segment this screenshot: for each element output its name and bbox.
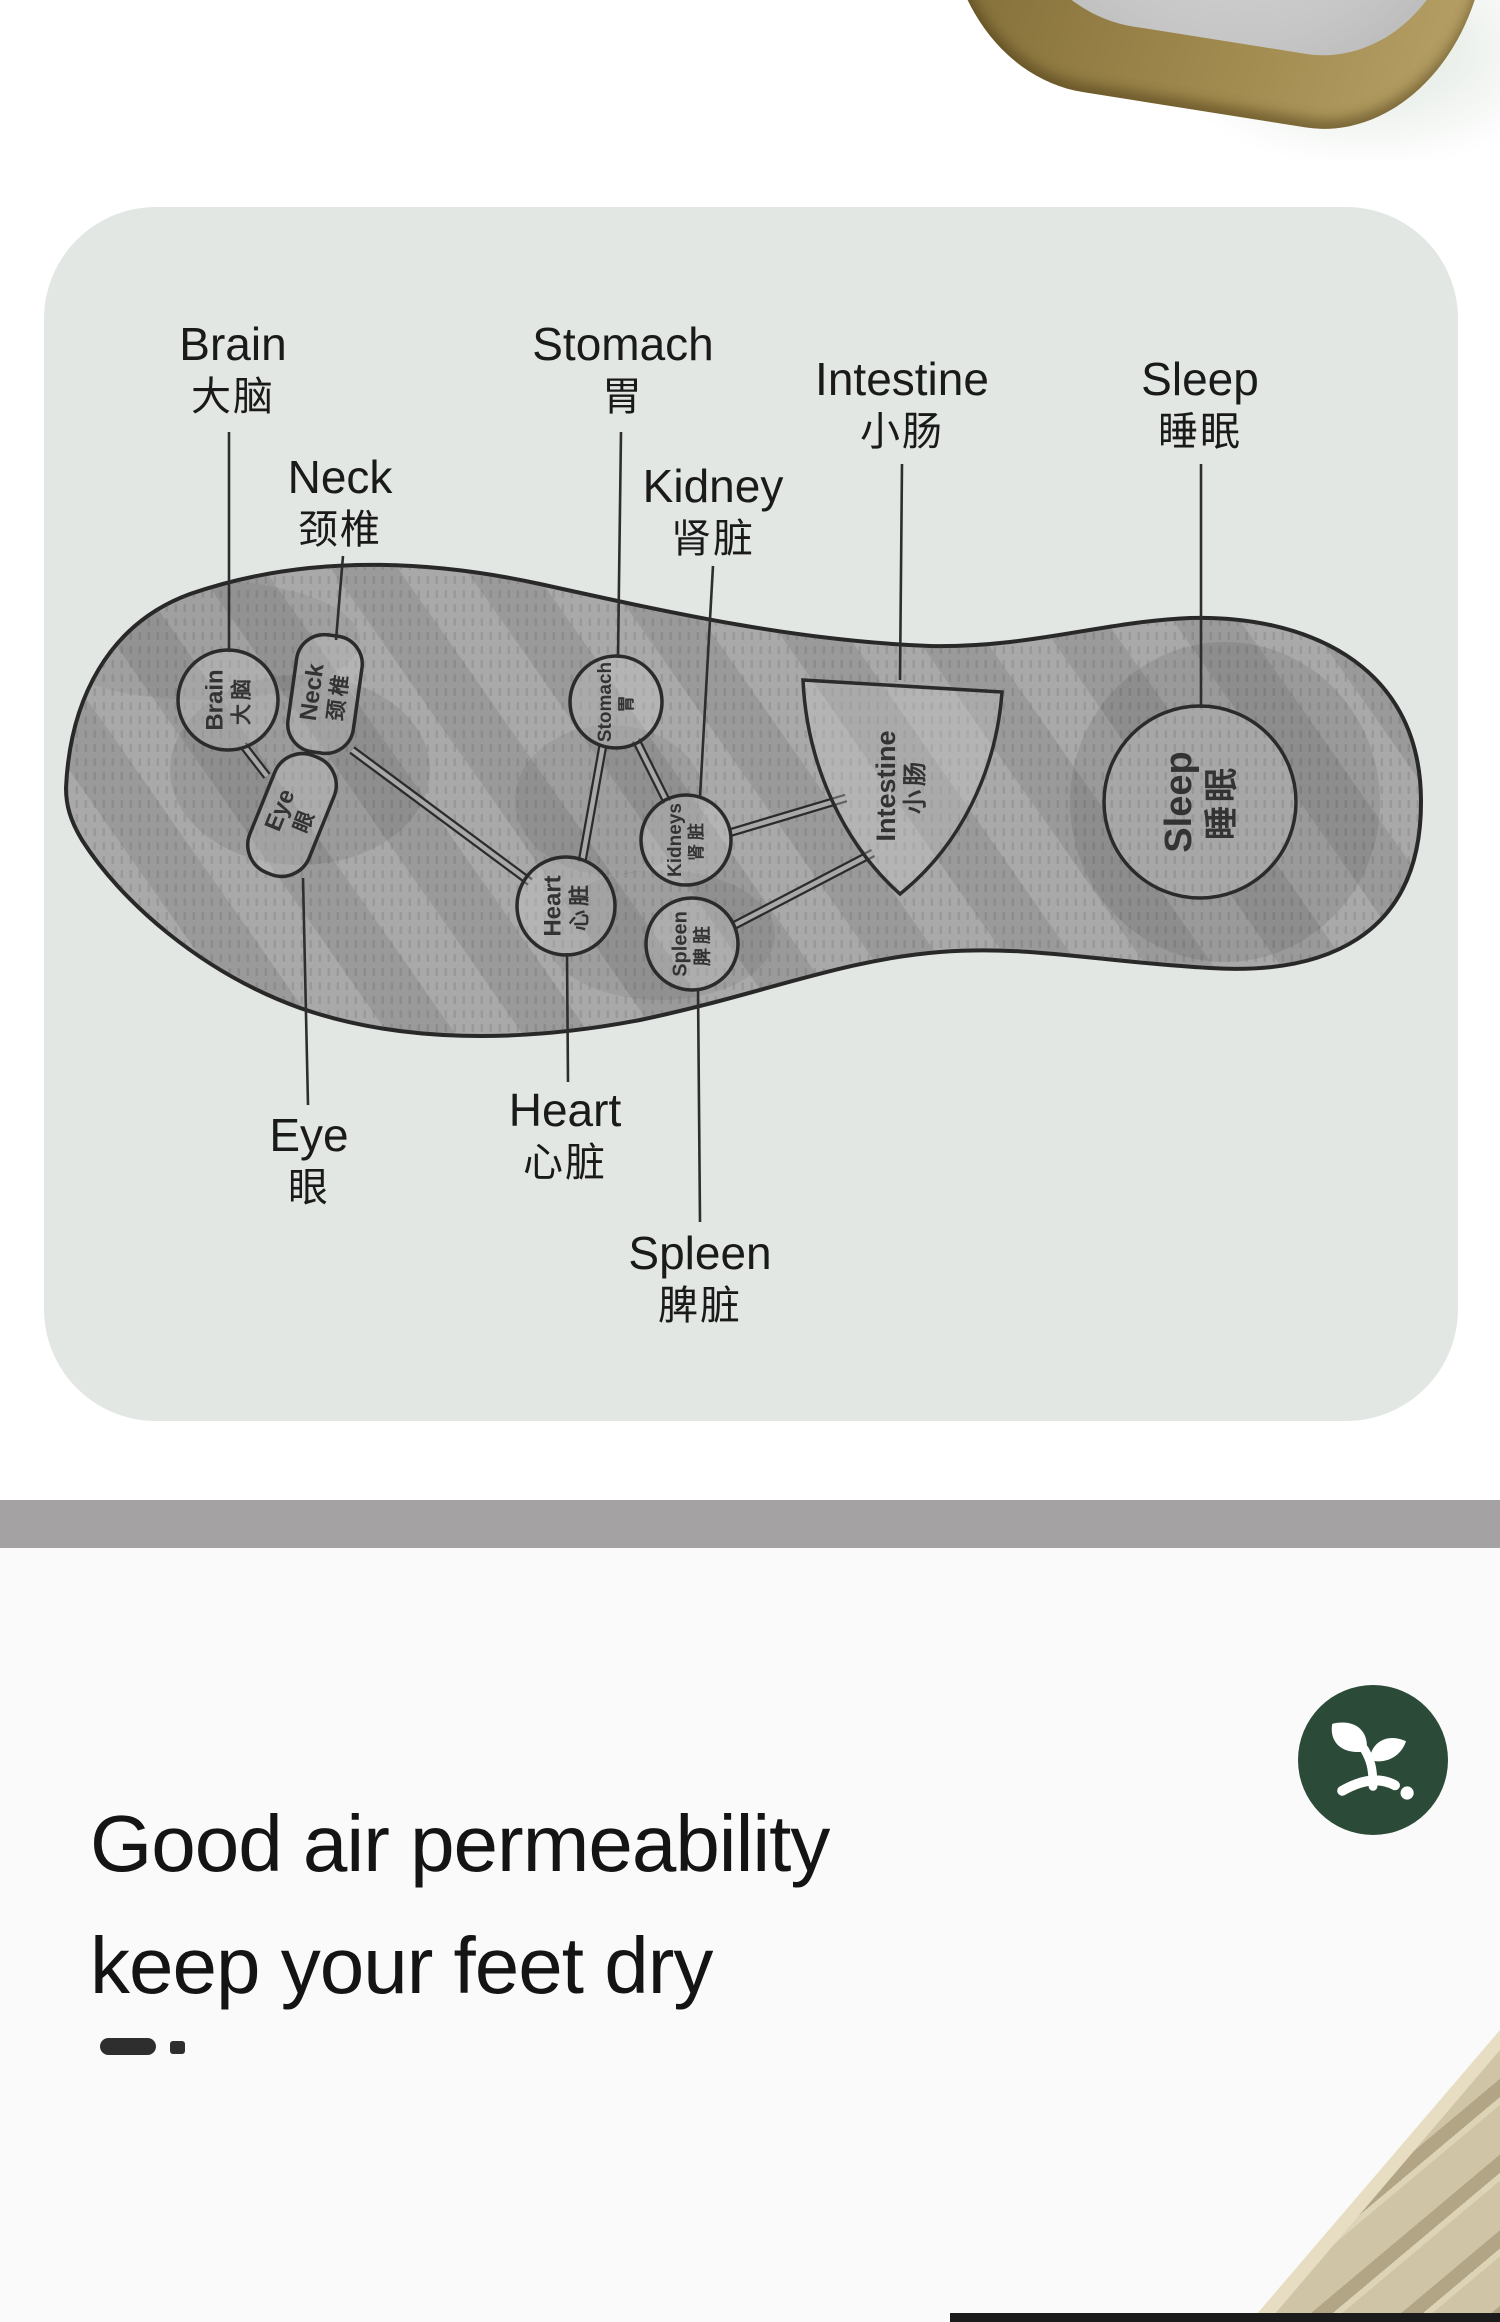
zone-label-brain: Brain 大脑 — [202, 669, 255, 730]
insole-tread-texture — [1260, 2040, 1500, 2322]
eco-badge — [1298, 1685, 1448, 1835]
callout-brain-en: Brain — [179, 318, 287, 370]
photo-dark-edge — [950, 2313, 1500, 2322]
callout-sleep: Sleep 睡眠 — [1141, 352, 1259, 458]
callout-spleen-zh: 脾脏 — [657, 1284, 742, 1328]
callout-brain: Brain 大脑 — [179, 317, 286, 423]
zone-spleen-zh: 脾脏 — [692, 922, 713, 967]
callout-neck: Neck 颈椎 — [288, 450, 393, 556]
product-photo-bottom — [1150, 2020, 1500, 2322]
zone-brain-en: Brain — [201, 669, 229, 731]
callout-eye-zh: 眼 — [287, 1166, 330, 1210]
zone-intestine-en: Intestine — [871, 730, 902, 842]
zone-stomach-zh: 胃 — [616, 691, 636, 713]
zone-label-stomach: Stomach 胃 — [595, 662, 637, 742]
callout-sleep-en: Sleep — [1141, 353, 1259, 405]
callout-kidney: Kidney 肾脏 — [643, 459, 784, 565]
zone-label-neck: Neck 颈椎 — [295, 662, 355, 726]
zone-brain-zh: 大脑 — [230, 675, 254, 726]
callout-sleep-zh: 睡眠 — [1158, 410, 1242, 454]
zone-sleep-en: Sleep — [1157, 751, 1200, 853]
feature-section-background — [0, 1548, 1500, 2322]
zone-stomach-en: Stomach — [594, 661, 616, 743]
section-divider-bar — [0, 1500, 1500, 1548]
zone-label-kidneys: Kidneys 肾脏 — [665, 803, 707, 877]
callout-kidney-en: Kidney — [642, 460, 784, 512]
zone-sleep-zh: 睡眠 — [1202, 764, 1241, 841]
callout-eye-en: Eye — [269, 1109, 349, 1161]
callout-brain-zh: 大脑 — [190, 375, 275, 419]
sprout-icon — [1331, 1722, 1414, 1800]
heading-underline-dash — [100, 2038, 156, 2055]
zone-spleen-en: Spleen — [669, 911, 692, 977]
callout-heart: Heart 心脏 — [509, 1083, 621, 1189]
callout-neck-en: Neck — [287, 451, 393, 503]
callout-spleen: Spleen 脾脏 — [628, 1226, 771, 1332]
zone-label-heart: Heart 心脏 — [540, 875, 593, 936]
callout-heart-en: Heart — [508, 1084, 622, 1136]
product-photo-top — [900, 0, 1500, 160]
callout-intestine-zh: 小肠 — [860, 410, 944, 454]
zone-label-sleep: Sleep 睡眠 — [1158, 751, 1242, 852]
feature-heading-line1: Good air permeability — [90, 1799, 830, 1888]
zone-heart-en: Heart — [539, 875, 567, 937]
callout-kidney-zh: 肾脏 — [671, 517, 755, 561]
zone-label-intestine: Intestine 小肠 — [871, 730, 931, 841]
callout-eye: Eye 眼 — [269, 1108, 348, 1214]
callout-intestine-en: Intestine — [815, 353, 989, 405]
callout-intestine: Intestine 小肠 — [815, 352, 989, 458]
heading-underline-dot — [170, 2041, 185, 2054]
zone-intestine-zh: 小肠 — [902, 758, 930, 814]
callout-stomach: Stomach 胃 — [532, 317, 714, 423]
zone-label-spleen: Spleen 脾脏 — [670, 911, 715, 977]
callout-spleen-en: Spleen — [628, 1227, 772, 1279]
callout-stomach-en: Stomach — [532, 318, 714, 370]
zone-heart-zh: 心脏 — [568, 881, 592, 932]
callout-heart-zh: 心脏 — [522, 1141, 607, 1185]
callout-neck-zh: 颈椎 — [298, 508, 382, 552]
zone-kidneys-en: Kidneys — [664, 803, 686, 877]
feature-heading-line2: keep your feet dry — [90, 1921, 713, 2010]
zone-kidneys-zh: 肾脏 — [686, 819, 706, 862]
callout-stomach-zh: 胃 — [602, 375, 644, 419]
